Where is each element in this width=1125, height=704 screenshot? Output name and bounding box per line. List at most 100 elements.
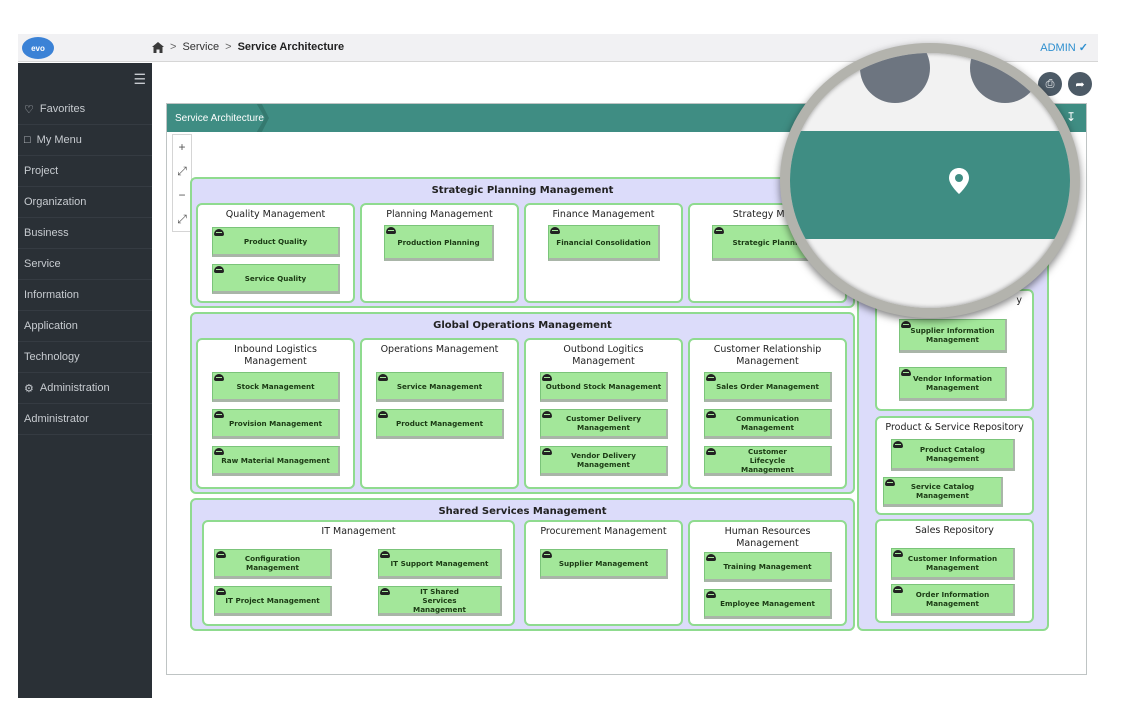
group-title: Shared Services Management [438, 506, 607, 517]
sidebar-item-technology[interactable]: Technology [18, 342, 152, 373]
box-label: Employee Management [720, 598, 815, 608]
breadcrumb: > Service > Service Architecture [152, 41, 344, 53]
box-order-information-management[interactable]: Order Information Management [891, 584, 1015, 616]
box-it-support-management[interactable]: IT Support Management [378, 549, 502, 579]
box-production-planning[interactable]: Production Planning [384, 225, 494, 261]
home-icon[interactable] [152, 41, 164, 53]
box-supplier-management[interactable]: Supplier Management [540, 549, 668, 579]
sub-title: y [1016, 295, 1022, 306]
box-label: Vendor Information Management [913, 374, 992, 392]
service-icon [214, 374, 224, 381]
sidebar-item-information[interactable]: Information [18, 280, 152, 311]
share-icon[interactable]: ➦ [1068, 72, 1092, 96]
box-communication-management[interactable]: Communication Management [704, 409, 832, 439]
service-icon [386, 227, 396, 234]
sidebar-item-business[interactable]: Business [18, 218, 152, 249]
box-customer-delivery-management[interactable]: Customer Delivery Management [540, 409, 668, 439]
sub-it-management: IT Management Configuration Management I… [202, 520, 515, 626]
chevron-right-icon: > [170, 41, 177, 53]
service-icon [714, 227, 724, 234]
user-name: ADMIN [1040, 42, 1076, 54]
box-supplier-information-management[interactable]: Supplier Information Management [899, 319, 1007, 353]
sidebar-item-administrator[interactable]: Administrator [18, 404, 152, 435]
sidebar-item-service[interactable]: Service [18, 249, 152, 280]
box-employee-management[interactable]: Employee Management [704, 589, 832, 619]
box-sales-order-management[interactable]: Sales Order Management [704, 372, 832, 402]
service-icon [216, 551, 226, 558]
sub-finance-management: Finance Management Financial Consolidati… [524, 203, 683, 303]
sidebar-item-label: Administrator [24, 413, 89, 425]
sub-title: IT Management [321, 526, 396, 537]
sidebar-item-label: Service [24, 258, 61, 270]
box-label: IT Shared Services Management [413, 586, 466, 614]
zoom-out-icon[interactable]: − [178, 188, 186, 202]
panel-tab[interactable]: Service Architecture [167, 104, 269, 132]
box-label: Strategic Plannin [732, 237, 803, 247]
sidebar-item-label: My Menu [36, 134, 82, 146]
sub-product-service-repository: Product & Service Repository Product Cat… [875, 416, 1034, 515]
box-stock-management[interactable]: Stock Management [212, 372, 340, 402]
box-outbound-stock-management[interactable]: Outbond Stock Management [540, 372, 668, 402]
box-it-project-management[interactable]: IT Project Management [214, 586, 332, 616]
group-shared-services: Shared Services Management IT Management… [190, 498, 855, 631]
sub-customer-relationship: Customer Relationship Management Sales O… [688, 338, 847, 489]
box-raw-material-management[interactable]: Raw Material Management [212, 446, 340, 476]
service-icon [706, 374, 716, 381]
group-strategic-planning: Strategic Planning Management Quality Ma… [190, 177, 855, 308]
service-icon [706, 411, 716, 418]
box-label: Service Quality [244, 273, 307, 283]
box-label: Product Quality [243, 236, 308, 246]
box-financial-consolidation[interactable]: Financial Consolidation [548, 225, 660, 261]
sub-title: Outbond Logitics Management [563, 344, 644, 367]
box-service-catalog-management[interactable]: Service Catalog Management [883, 477, 1003, 507]
box-customer-information-management[interactable]: Customer Information Management [891, 548, 1015, 580]
magnified-toolbar-icons [830, 53, 1050, 113]
box-label: Communication Management [736, 414, 799, 432]
box-label: Customer Delivery Management [566, 414, 642, 432]
user-menu[interactable]: ADMIN ✓ [1040, 41, 1088, 54]
sidebar-item-label: Project [24, 165, 59, 177]
service-icon [214, 448, 224, 455]
heart-icon: ♡ [24, 103, 34, 116]
box-vendor-delivery-management[interactable]: Vendor Delivery Management [540, 446, 668, 476]
service-icon [214, 266, 224, 273]
box-configuration-management[interactable]: Configuration Management [214, 549, 332, 579]
box-service-quality[interactable]: Service Quality [212, 264, 340, 294]
box-label: IT Project Management [225, 595, 320, 605]
breadcrumb-service[interactable]: Service [182, 41, 220, 53]
expand-icon[interactable]: ⤢ [177, 211, 187, 226]
sidebar-item-label: Organization [24, 196, 87, 208]
box-product-quality[interactable]: Product Quality [212, 227, 340, 257]
sidebar-item-application[interactable]: Application [18, 311, 152, 342]
box-label: Customer Information Management [907, 554, 998, 572]
box-product-catalog-management[interactable]: Product Catalog Management [891, 439, 1015, 471]
sidebar-item-my-menu[interactable]: □My Menu [18, 125, 152, 156]
sidebar-item-organization[interactable]: Organization [18, 187, 152, 218]
sidebar-item-label: Favorites [39, 103, 86, 115]
service-icon [550, 227, 560, 234]
box-customer-lifecycle-management[interactable]: Customer Lifecycle Management [704, 446, 832, 476]
box-it-shared-services-management[interactable]: IT Shared Services Management [378, 586, 502, 616]
group-title: Global Operations Management [433, 320, 612, 331]
box-service-management[interactable]: Service Management [376, 372, 504, 402]
app-logo[interactable]: evo [22, 37, 54, 59]
box-provision-management[interactable]: Provision Management [212, 409, 340, 439]
box-product-management[interactable]: Product Management [376, 409, 504, 439]
box-label: Supplier Management [558, 558, 649, 568]
zoom-in-icon[interactable]: + [178, 140, 186, 154]
fit-icon[interactable]: ⤢ [177, 163, 187, 178]
hamburger-menu-icon[interactable]: ☰ [133, 71, 146, 87]
group-title: Strategic Planning Management [431, 185, 614, 196]
box-training-management[interactable]: Training Management [704, 552, 832, 582]
sidebar-item-administration[interactable]: ⚙Administration [18, 373, 152, 404]
sidebar-item-project[interactable]: Project [18, 156, 152, 187]
box-label: Provision Management [228, 418, 323, 428]
sidebar-item-label: Technology [24, 351, 80, 363]
sidebar-item-label: Information [24, 289, 80, 301]
sidebar-item-favorites[interactable]: ♡ Favorites [18, 94, 152, 125]
service-icon [380, 588, 390, 595]
box-vendor-information-management[interactable]: Vendor Information Management [899, 367, 1007, 401]
service-icon [542, 448, 552, 455]
download-icon[interactable]: ↧ [1065, 110, 1076, 124]
box-label: Service Management [396, 381, 483, 391]
